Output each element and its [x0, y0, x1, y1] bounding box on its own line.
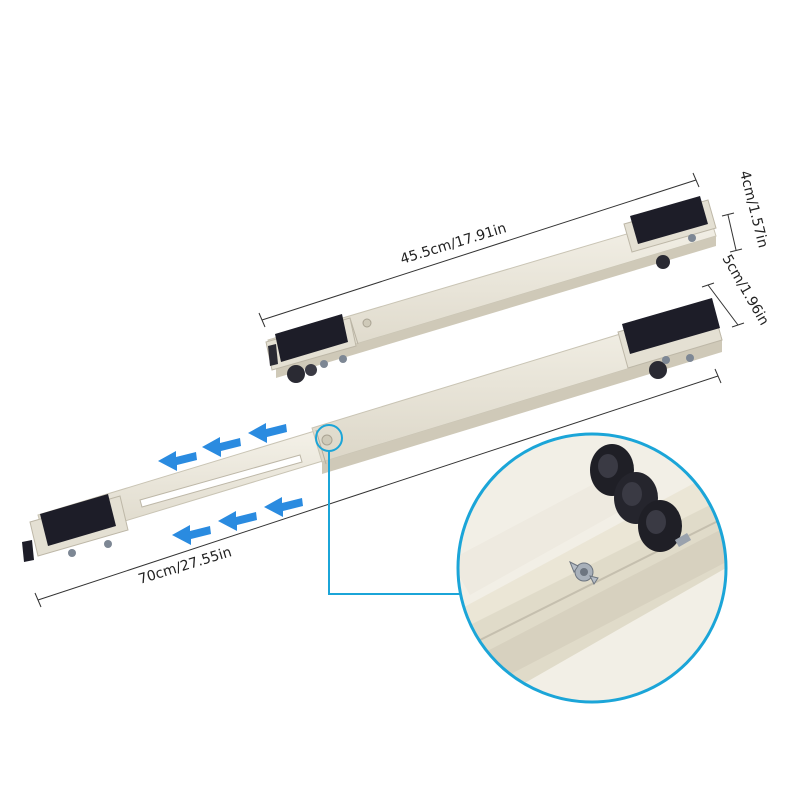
- extension-arrows: [158, 423, 303, 545]
- wing-nut: [569, 560, 599, 585]
- screw-hole: [362, 318, 372, 328]
- lock-knob: [321, 434, 333, 446]
- zoom-circle-frame: [456, 432, 728, 704]
- short-dolly: [265, 196, 717, 383]
- long-dolly: [22, 298, 723, 562]
- zoom-detail-image: [458, 434, 726, 702]
- arrow-left-icon: [248, 423, 287, 443]
- dimension-lines: [34, 172, 745, 608]
- width-label: 5cm/1.96in: [719, 252, 772, 328]
- callout-line: [328, 451, 460, 595]
- short-length-label: 45.5cm/17.91in: [398, 220, 508, 267]
- arrow-left-icon: [158, 451, 197, 471]
- arrow-left-icon: [218, 511, 257, 531]
- rubber-pad: [630, 196, 708, 244]
- caster-wheel: [649, 361, 667, 379]
- arrow-left-icon: [202, 437, 241, 457]
- rubber-pad: [622, 298, 720, 354]
- caster-wheel: [656, 255, 670, 269]
- arrow-left-icon: [172, 525, 211, 545]
- zoom-callout: [315, 424, 728, 704]
- caster-wheel: [287, 365, 305, 383]
- rubber-pad: [275, 314, 348, 362]
- arrow-left-icon: [264, 497, 303, 517]
- rubber-pad: [40, 494, 116, 546]
- long-length-label: 70cm/27.55in: [136, 544, 233, 588]
- height-label: 4cm/1.57in: [736, 169, 771, 249]
